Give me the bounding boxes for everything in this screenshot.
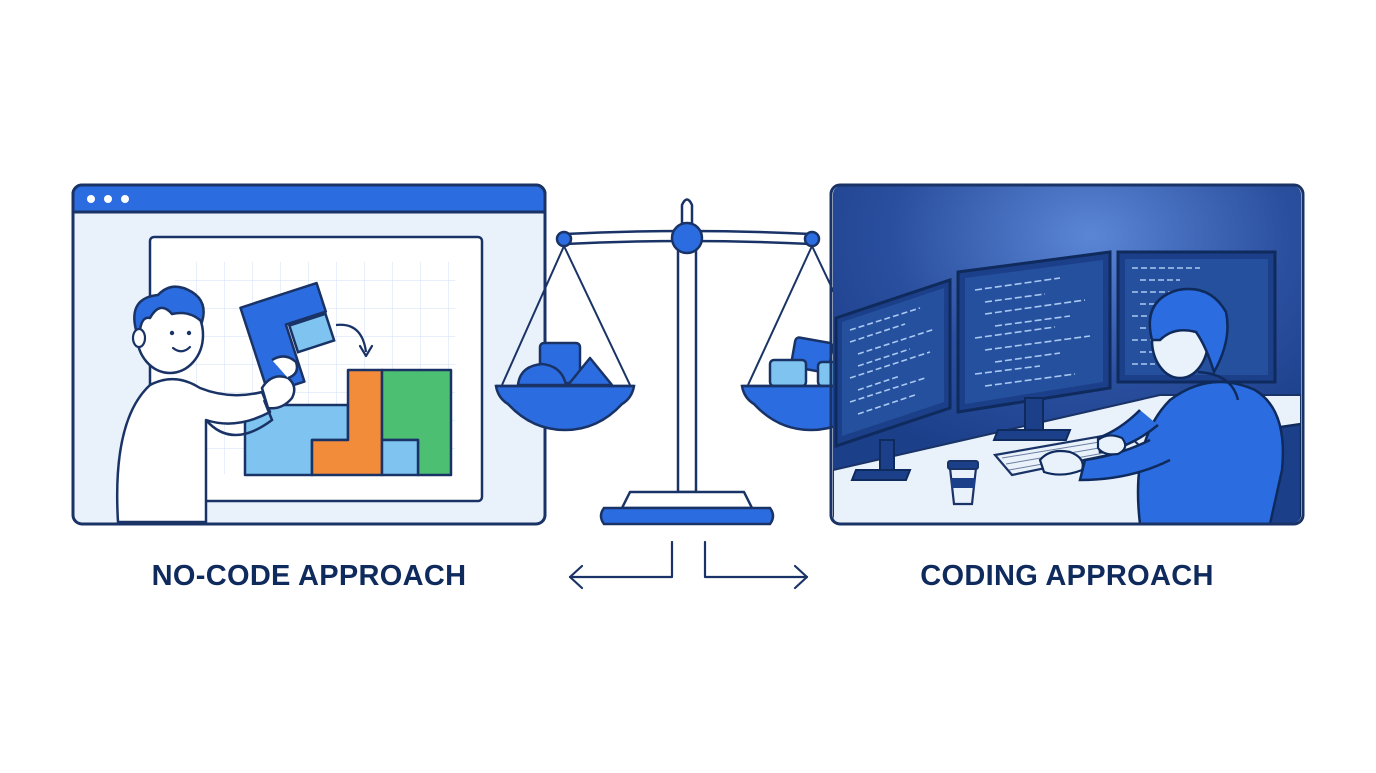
coffee-cup-icon (947, 460, 979, 506)
left-right-arrows-icon (568, 540, 809, 590)
window-dot-icon (87, 195, 95, 203)
window-dot-icon (104, 195, 112, 203)
no-code-approach-label: NO-CODE APPROACH (151, 560, 467, 592)
curved-arrow-icon (335, 323, 368, 353)
person-developer (1038, 287, 1285, 523)
person-builder (115, 285, 299, 524)
balance-scale-icon (494, 198, 882, 526)
window-dot-icon (121, 195, 129, 203)
no-code-builder-illustration (71, 183, 547, 526)
developer-at-monitors-illustration (829, 183, 1305, 526)
coding-approach-label: CODING APPROACH (920, 560, 1214, 592)
